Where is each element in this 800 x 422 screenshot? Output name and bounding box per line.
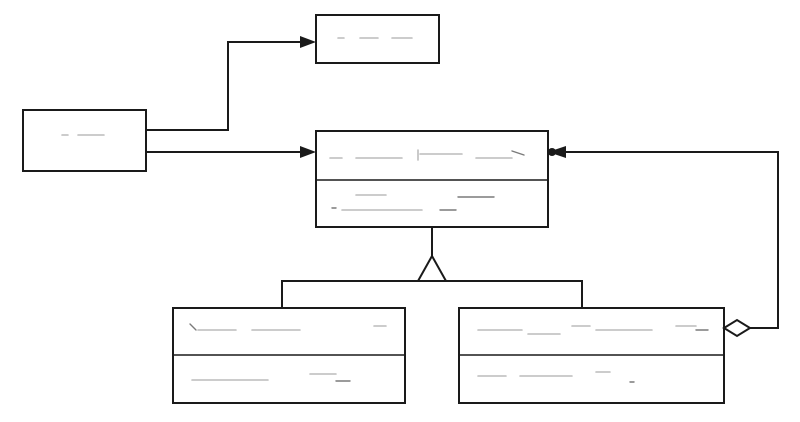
blurred-label-center: [329, 149, 525, 161]
arrowhead-top-right: [300, 36, 316, 48]
inheritance-triangle: [416, 253, 448, 282]
blurred-members-bottom-left: [191, 373, 351, 382]
blurred-label-bottom-right: [477, 325, 709, 335]
edge-left-to-top-right: [146, 41, 300, 131]
class-box-bottom-left[interactable]: [172, 307, 406, 404]
class-box-top-right[interactable]: [315, 14, 440, 64]
edge-inheritance-branches: [281, 280, 583, 308]
class-box-center[interactable]: [315, 130, 549, 228]
arrowhead-aggregation: [548, 146, 566, 158]
aggregation-diamond: [722, 318, 752, 338]
arrowhead-center: [300, 146, 316, 158]
class-box-left[interactable]: [22, 109, 147, 172]
class-box-bottom-right[interactable]: [458, 307, 725, 404]
composition-dot: [548, 148, 556, 156]
blurred-members-bottom-right: [477, 371, 635, 383]
blurred-members-center: [331, 194, 495, 211]
blurred-label-bottom-left: [189, 323, 387, 331]
edge-aggregation: [566, 151, 779, 329]
